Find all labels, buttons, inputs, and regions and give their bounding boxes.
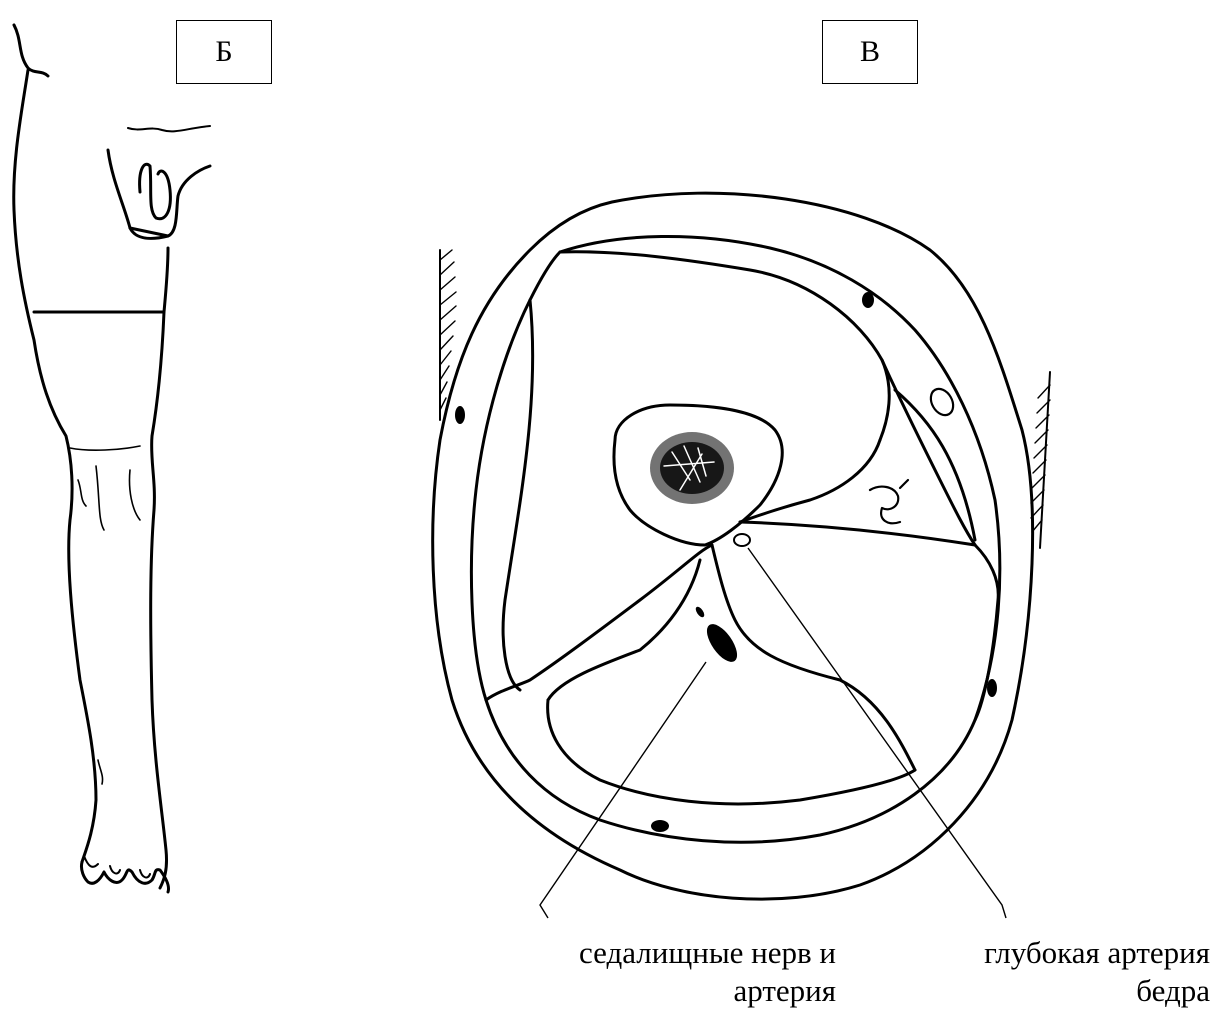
- vessel-dot: [651, 820, 669, 832]
- outer-contour: [433, 193, 1033, 899]
- vessel-ring: [926, 385, 957, 419]
- sciatic-nerve-mark: [701, 619, 743, 667]
- caption-sciatic: седалищные нерв и артерия: [510, 934, 836, 1010]
- deep-artery-dot: [734, 534, 750, 546]
- leader-line-sciatic: [540, 662, 706, 918]
- hatching-left: [440, 250, 456, 420]
- inner-contour: [471, 236, 999, 842]
- caption-deep-artery-line2: бедра: [926, 972, 1210, 1010]
- caption-deep-artery-line1: глубокая артерия: [926, 934, 1210, 972]
- caption-sciatic-line1: седалищные нерв и: [510, 934, 836, 972]
- bone-marrow: [650, 432, 734, 504]
- vessel-dot: [862, 292, 874, 308]
- vessel-dot: [987, 679, 997, 697]
- sciatic-artery-mark: [694, 605, 706, 618]
- caption-deep-artery: глубокая артерия бедра: [926, 934, 1210, 1010]
- vessel-dot: [455, 406, 465, 424]
- caption-sciatic-line2: артерия: [510, 972, 836, 1010]
